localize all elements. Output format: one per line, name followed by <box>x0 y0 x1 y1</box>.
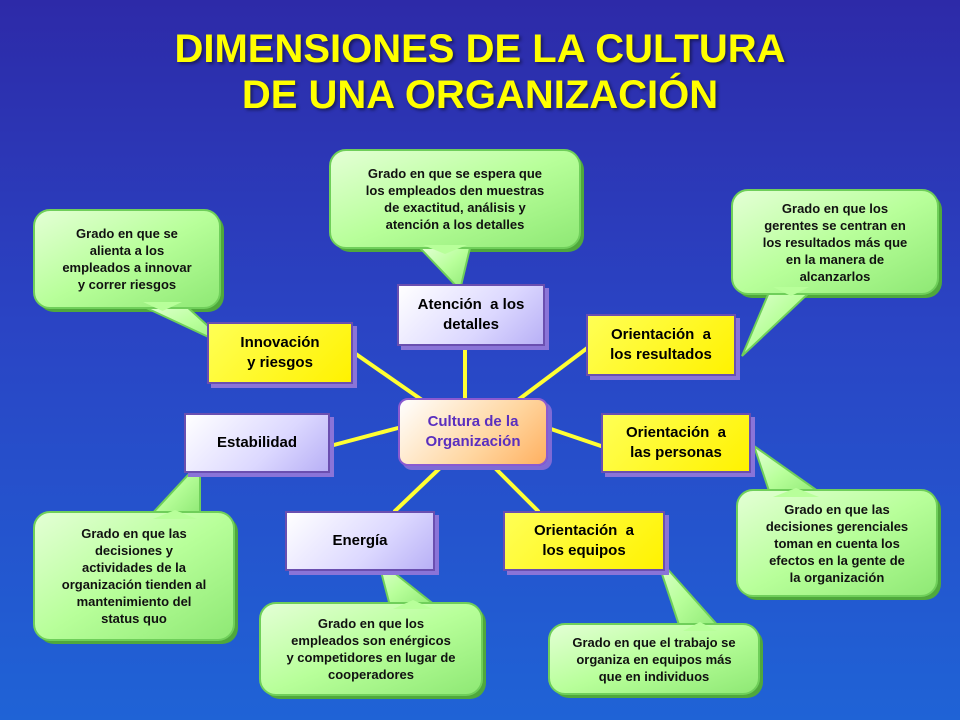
callout-body <box>33 209 221 309</box>
callout-line: Grado en que el trabajo se <box>572 634 736 650</box>
dimension-label: los resultados <box>610 346 712 363</box>
dimension-node-equipos: Orientación a los equipos <box>503 511 665 571</box>
dimension-label: detalles <box>443 316 499 333</box>
callout-line: mantenimiento del <box>76 594 192 609</box>
callout-line: Grado en que los <box>317 616 425 631</box>
callout-bubble-resultados <box>731 189 942 357</box>
connectors <box>328 344 603 513</box>
title-line-2: DE UNA ORGANIZACIÓN <box>241 73 719 117</box>
dimension-label: Estabilidad <box>216 434 298 451</box>
dimension-label: los equipos <box>542 542 626 559</box>
center-line-1: Cultura de la <box>427 413 519 430</box>
dimension-label: las personas <box>630 444 722 461</box>
dimension-node-atencion: Atención a los detalles <box>397 284 545 346</box>
callout-line: Grado en que las <box>784 501 890 517</box>
connector-equipos <box>493 466 540 513</box>
connector-energia <box>393 466 442 513</box>
dimension-node-estabilidad: Estabilidad <box>184 413 330 473</box>
callout-bubble-equipos <box>548 555 763 698</box>
callout-line: decisiones y <box>94 543 174 558</box>
dimension-node-energia: Energía <box>285 511 435 571</box>
callout-line: empleados son enérgicos <box>291 633 451 648</box>
callout-line: y correr riesgos <box>77 277 177 292</box>
callout-tail <box>741 289 815 357</box>
callout-line: Grado en que se espera que <box>367 166 543 181</box>
dimension-node-personas: Orientación a las personas <box>601 413 751 473</box>
callout-line: status quo <box>101 611 167 626</box>
callout-line: en la manera de <box>785 251 885 267</box>
callout-seam <box>423 245 467 254</box>
callout-line: toman en cuenta los <box>774 535 900 551</box>
center-node: Cultura de la Organización <box>398 398 548 466</box>
callout-body <box>33 511 235 641</box>
callout-bubble-energia <box>259 557 486 699</box>
callout-line: gerentes se centran en <box>764 217 906 233</box>
callout-line: empleados a innovar <box>62 260 192 275</box>
center-line-2: Organización <box>425 433 521 450</box>
callout-line: decisiones gerenciales <box>765 518 909 534</box>
callout-line: actividades de la <box>81 560 187 575</box>
dimension-label: Energía <box>332 532 388 549</box>
callout-seam <box>143 302 182 311</box>
dimension-label: y riesgos <box>247 354 313 371</box>
callout-text-estabilidad: Grado en que las decisiones y actividades … <box>34 512 234 640</box>
callout-bubble-personas <box>736 443 941 600</box>
callout-line: la organización <box>789 569 885 585</box>
connector-estabilidad <box>328 426 400 448</box>
callout-body <box>736 489 938 597</box>
connector-resultados <box>516 344 592 402</box>
callout-line: organiza en equipos más <box>576 651 732 667</box>
callout-line: y competidores en lugar de <box>286 650 456 665</box>
dimension-label: Innovación <box>240 334 320 351</box>
callout-tail <box>655 555 723 629</box>
dimension-label: Orientación a <box>625 424 727 441</box>
callout-bubble-innovacion <box>33 209 233 349</box>
dimension-node-innovacion: Innovación y riesgos <box>207 322 353 384</box>
callout-seam <box>773 488 819 497</box>
callout-body <box>548 623 760 695</box>
callout-seam <box>393 600 433 609</box>
callout-body <box>731 189 939 295</box>
callout-line: Grado en que los <box>781 200 889 216</box>
callout-seam <box>153 510 197 519</box>
callout-line: organización tienden al <box>61 577 207 592</box>
callout-line: que en individuos <box>598 668 710 684</box>
callout-bubble-estabilidad <box>33 459 238 644</box>
callout-line: de exactitud, análisis y <box>384 200 526 215</box>
connector-personas <box>546 426 603 448</box>
callout-line: efectos en la gente de <box>769 552 905 568</box>
callout-seam <box>683 622 717 631</box>
callout-line: Grado en que se <box>76 226 178 241</box>
callout-seam <box>773 287 809 296</box>
callout-tail <box>752 443 826 495</box>
callout-text-energia: Grado en que los empleados son enérgicos y… <box>260 603 482 695</box>
dimension-label: Orientación a <box>610 326 711 343</box>
callout-bubbles <box>33 149 942 699</box>
callout-line: Grado en que las <box>81 526 187 541</box>
callout-line: los empleados den muestras <box>365 183 545 198</box>
callout-line: los resultados más que <box>762 234 908 250</box>
callout-line: alcanzarlos <box>799 268 871 284</box>
page-title: DIMENSIONES DE LA CULTURA DE UNA ORGANIZ… <box>0 26 960 118</box>
callout-line: atención a los detalles <box>385 217 525 232</box>
callout-text-innovacion: Grado en que se alienta a los empleados a … <box>34 210 220 308</box>
callout-line: alienta a los <box>89 243 165 258</box>
callout-line: cooperadores <box>328 667 414 682</box>
connector-innovacion <box>351 350 424 402</box>
dimension-node-resultados: Orientación a los resultados <box>586 314 736 376</box>
title-line-1: DIMENSIONES DE LA CULTURA <box>174 27 786 71</box>
callout-bubble-atencion <box>329 149 584 293</box>
dimension-label: Orientación a <box>533 522 635 539</box>
callout-text-atencion: Grado en que se espera que los empleados … <box>330 150 580 248</box>
dimension-label: Atención a los <box>417 296 525 313</box>
callout-body <box>259 602 483 696</box>
